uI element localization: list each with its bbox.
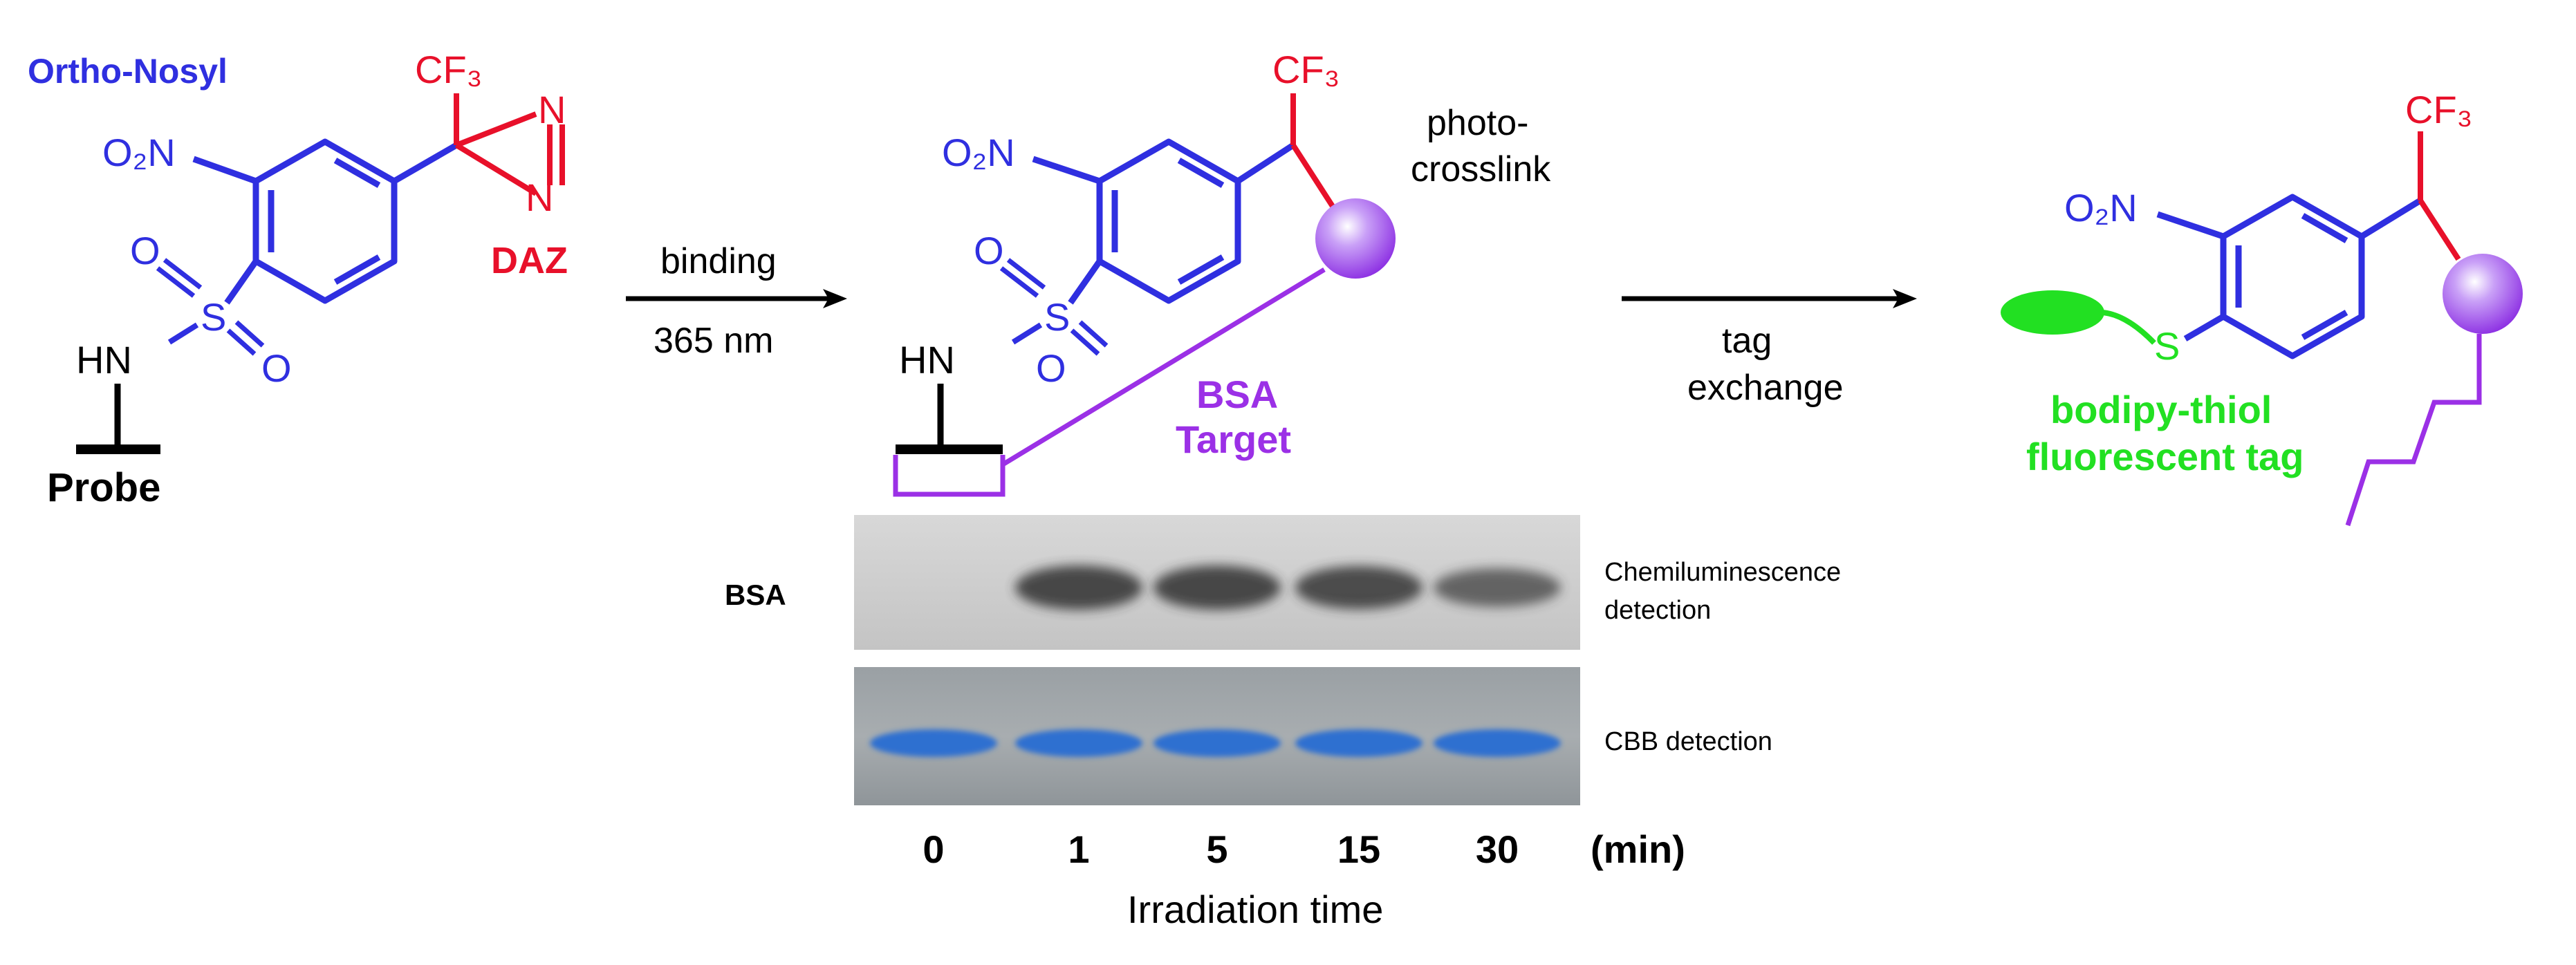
sulfur-label: S [201,295,226,339]
chemi-bands [1015,565,1561,610]
unit-label: (min) [1591,827,1685,871]
benzene-ring [1096,138,1241,304]
s-n-bond [1011,322,1043,345]
crosslink-bond [2418,198,2461,261]
lane-label: 1 [1068,827,1089,871]
cbb-band [870,729,997,757]
binding-label: binding [660,241,777,281]
target-label-line2: Target [1176,418,1291,461]
lane-label: 30 [1476,827,1519,871]
n-top-label: N [538,88,566,131]
probe-label: Probe [47,465,160,510]
bodipy-tag-shape [2001,290,2104,335]
daz-label: DAZ [491,240,568,281]
ring-carbon-bond [2360,198,2422,239]
cbb-band [1434,729,1561,757]
photo-label: photo- [1427,103,1528,143]
chemi-band [1295,565,1423,610]
no2-bond [1032,156,1101,185]
lane-label: 0 [923,827,944,871]
ortho-nosyl-label: Ortho-Nosyl [28,52,228,91]
crosslink-label: crosslink [1411,149,1551,189]
so2-double-bonds [999,258,1109,356]
gel-row-label: BSA [725,579,786,611]
chemi-band [1153,565,1281,610]
benzene-ring [252,138,398,304]
bsa-target-sphere [2443,254,2523,334]
chemi-band [1015,565,1142,610]
chemi-label-line2: detection [1604,596,1711,625]
tag-label-line2: fluorescent tag [2026,435,2304,478]
reaction-arrow-binding: binding 365 nm [626,241,847,361]
no2-bond [192,156,257,185]
molecule-tagged: CF₃ O₂N S bodipy-thiol fluorescent tag [2001,88,2523,527]
bsa-target-outline [893,268,1326,497]
cf3-label: CF₃ [415,48,482,91]
ring-s-bond [1068,259,1102,305]
oxygen-bottom-label: O [261,346,292,390]
sulfur-label: S [2154,324,2180,368]
tag-label: tag [1722,321,1772,361]
no2-label: O₂N [2064,186,2138,229]
target-label-line1: BSA [1196,373,1278,416]
chemi-band [1434,568,1561,607]
ring-carbon-bond [1236,142,1295,184]
molecule-probe: Ortho-Nosyl CF₃ N N DAZ O₂N S O O [28,48,568,510]
reaction-arrow-tag-exchange: tag exchange [1622,289,1917,408]
gel-figure: BSA Chemiluminescence detection CBB dete… [725,515,1841,931]
cbb-label: CBB detection [1604,727,1772,756]
sulfur-label: S [1044,295,1070,339]
x-axis-label: Irradiation time [1127,888,1383,931]
chemi-label-line1: Chemiluminescence [1604,558,1841,587]
lane-label: 15 [1337,827,1380,871]
oxygen-top-label: O [130,229,160,272]
cbb-band [1153,729,1281,757]
cf3-label: CF₃ [2405,88,2472,131]
n-bottom-label: N [526,176,553,219]
lane-label: 5 [1206,827,1227,871]
cbb-bands [870,729,1561,757]
s-n-bond [167,322,199,345]
ring-s-bond [2183,314,2225,341]
bsa-target-sphere [1315,198,1396,279]
ring-s-bond [224,259,259,305]
hn-label: HN [76,338,132,382]
cbb-band [1015,729,1142,757]
ring-carbon-bond [392,142,458,184]
no2-bond [2156,211,2225,240]
exchange-label: exchange [1687,368,1844,408]
benzene-ring [2220,194,2365,359]
oxygen-top-label: O [974,229,1004,272]
tag-label-line1: bodipy-thiol [2050,388,2272,431]
cf3-label: CF₃ [1272,48,1340,91]
cbb-band [1295,729,1423,757]
oxygen-bottom-label: O [1036,346,1066,390]
crosslink-bond [1290,143,1336,209]
no2-label: O₂N [942,131,1015,174]
wavelength-label: 365 nm [654,321,773,361]
so2-double-bonds [156,258,265,356]
no2-label: O₂N [102,131,176,174]
diazirine-ring [454,93,565,196]
molecule-crosslinked: CF₃ photo- crosslink O₂N S O O HN BSA Ta… [893,48,1551,497]
hn-label: HN [899,338,955,382]
tag-linker [2102,310,2156,345]
protein-chain [2345,334,2482,527]
